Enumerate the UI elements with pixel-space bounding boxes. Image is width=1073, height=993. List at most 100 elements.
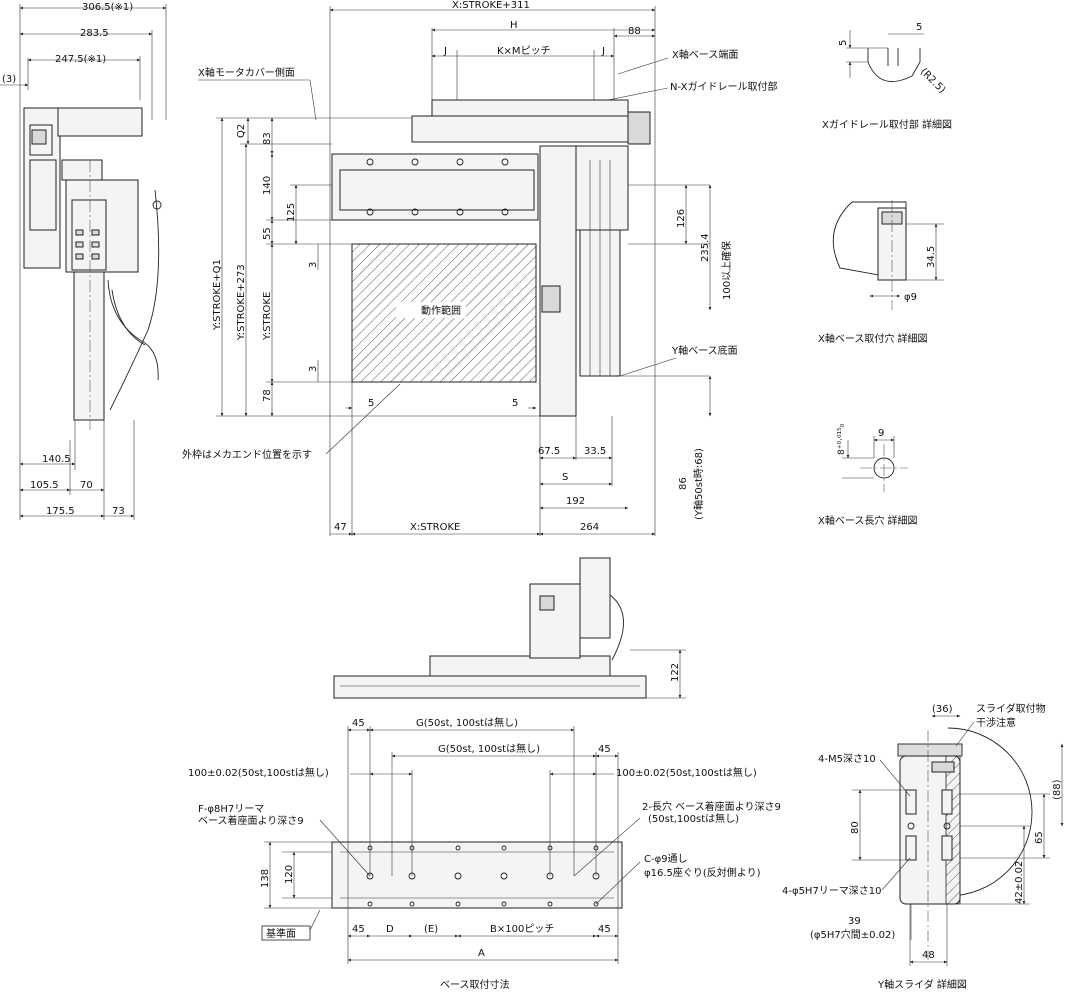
label-outer-frame: 外枠はメカエンド位置を示す — [182, 448, 312, 461]
dim-j-left: J — [443, 46, 447, 57]
label-f-phi8: F-φ8H7リーマ — [198, 804, 264, 815]
label-ref-face: 基準面 — [266, 927, 296, 940]
dim-tol-left: 100±0.02(50st,100stは無し) — [188, 766, 329, 779]
dim-h: H — [510, 20, 518, 31]
dim-9: 9 — [878, 428, 884, 439]
dim-3-bottom: 3 — [308, 366, 319, 372]
label-y-base-bottom: Y軸ベース底面 — [671, 344, 738, 357]
dim-192: 192 — [566, 496, 585, 507]
dim-s36: (36) — [932, 704, 953, 715]
label-m5: 4-M5深さ10 — [818, 753, 876, 765]
dim-b-pitch: B×100ピッチ — [490, 923, 554, 935]
dim-45-b: 45 — [598, 744, 611, 755]
label-phi5h7: 4-φ5H7リーマ深さ10 — [782, 885, 882, 897]
dim-86: 86 — [678, 477, 689, 490]
label-c-phi9: C-φ9通し — [644, 853, 688, 865]
dim-45-c: 45 — [352, 924, 365, 935]
dim-s39: 39 — [848, 916, 861, 927]
caption-x-guide-detail: Xガイドレール取付部 詳細図 — [822, 118, 952, 131]
dim-j-right: J — [601, 46, 605, 57]
dim-s88: (88) — [1052, 779, 1063, 800]
detail-y-slider: (36) スライダ取付物 干渉注意 4-M5深さ10 4-φ5H7リーマ深さ10… — [782, 702, 1064, 991]
dim-3-top: 3 — [308, 262, 319, 268]
dim-guide-5-h: 5 — [916, 22, 922, 33]
label-x-motor-cover: X軸モータカバー側面 — [198, 66, 295, 79]
dim-122: 122 — [670, 663, 681, 682]
label-slider-interference: 干渉注意 — [976, 716, 1016, 729]
caption-y-slider-detail: Y軸スライダ 詳細図 — [877, 978, 967, 991]
base-mount-view: 45 G(50st, 100stは無し) G(50st, 100stは無し) 4… — [188, 716, 781, 991]
x-motor-block — [57, 107, 143, 137]
dim-67-5: 67.5 — [538, 446, 560, 457]
dim-247-5: 247.5(※1) — [55, 54, 106, 65]
y-axis-body — [539, 145, 577, 417]
detail-x-base-slot: 8⁺⁰·⁰¹⁵₀ 9 X軸ベース長穴 詳細図 — [818, 423, 918, 527]
dim-y-stroke: Y:STROKE — [262, 292, 273, 341]
dim-100-min: 100以上確保 — [720, 241, 733, 300]
dim-s42: 42±0.02 — [1014, 861, 1025, 904]
dim-45-a: 45 — [352, 718, 365, 729]
dim-g-mid: G(50st, 100stは無し) — [438, 742, 540, 755]
detail-x-guide: 5 5 (R2.5) Xガイドレール取付部 詳細図 — [822, 22, 952, 131]
dim-140: 140 — [262, 176, 273, 195]
base-plate — [331, 841, 623, 909]
caption-base-mount: ベース取付寸法 — [440, 978, 510, 991]
dim-d: D — [386, 924, 394, 935]
side-view: 306.5(※1) 283.5 247.5(※1) (3) — [0, 2, 167, 520]
dim-33-5: 33.5 — [584, 446, 606, 457]
dim-78: 78 — [262, 389, 273, 402]
caption-x-base-hole: X軸ベース取付穴 詳細図 — [818, 332, 928, 345]
dim-x-stroke: X:STROKE — [410, 522, 460, 533]
dim-306-5: 306.5(※1) — [82, 2, 133, 13]
cable-front — [609, 594, 624, 661]
y-axis-front — [579, 557, 611, 639]
label-slot-2: 2-長穴 ベース着座面より深さ9 — [642, 800, 781, 813]
dim-140-5: 140.5 — [42, 454, 71, 465]
connector-panel — [75, 229, 100, 260]
dim-g-top: G(50st, 100stは無し) — [416, 716, 518, 729]
dim-s48: 48 — [922, 950, 935, 961]
y-axis-rail — [73, 271, 105, 421]
dim-83: 83 — [262, 132, 273, 145]
dim-45-d: 45 — [598, 924, 611, 935]
dim-e: (E) — [424, 924, 438, 935]
dim-s: S — [562, 472, 568, 483]
dim-125: 125 — [286, 203, 297, 222]
dim-264: 264 — [580, 522, 599, 533]
label-operating-range: 動作範囲 — [421, 304, 461, 317]
dim-175-5: 175.5 — [46, 506, 75, 517]
dim-paren-3: (3) — [2, 74, 16, 85]
dim-283-5: 283.5 — [80, 28, 109, 39]
label-c-phi9-cb: φ16.5座ぐり(反対側より) — [644, 866, 761, 879]
dim-138: 138 — [260, 869, 271, 888]
label-f-phi8-depth: ベース着座面より深さ9 — [198, 814, 304, 827]
dim-y-stroke-273: Y:STROKE+273 — [236, 264, 247, 341]
dim-5-right: 5 — [512, 398, 518, 409]
dim-x-stroke-311: X:STROKE+311 — [452, 0, 530, 11]
x-base-front — [333, 675, 647, 699]
label-x-base-end: X軸ベース端面 — [672, 48, 738, 61]
label-nx-guide: N-Xガイドレール取付部 — [670, 80, 777, 93]
dim-a: A — [478, 948, 485, 959]
dim-8-tol: 8⁺⁰·⁰¹⁵₀ — [837, 423, 847, 455]
dim-s80: 80 — [850, 821, 861, 834]
dim-88: 88 — [628, 26, 641, 37]
dim-phi9: φ9 — [904, 292, 917, 303]
dim-86-note: (Y軸50st時:68) — [692, 448, 705, 520]
dim-55: 55 — [262, 227, 273, 240]
label-slider-mount: スライダ取付物 — [976, 702, 1046, 715]
dim-tol-right: 100±0.02(50st,100stは無し) — [616, 766, 757, 779]
dim-guide-5-v: 5 — [838, 40, 849, 46]
dim-73: 73 — [112, 506, 125, 517]
cable — [107, 279, 159, 381]
top-view: X:STROKE+311 H 88 J K×Mピッチ J X軸ベース端面 N-X… — [182, 0, 777, 536]
dim-105-5: 105.5 — [30, 480, 59, 491]
dim-kxm-pitch: K×Mピッチ — [497, 45, 551, 57]
front-view: 122 — [333, 557, 686, 699]
dim-70: 70 — [80, 480, 93, 491]
dim-r2-5: (R2.5) — [918, 66, 948, 96]
label-slot-2-note: (50st,100stは無し) — [648, 812, 739, 825]
dim-235-4: 235.4 — [700, 233, 711, 262]
dim-q2: Q2 — [236, 124, 247, 138]
